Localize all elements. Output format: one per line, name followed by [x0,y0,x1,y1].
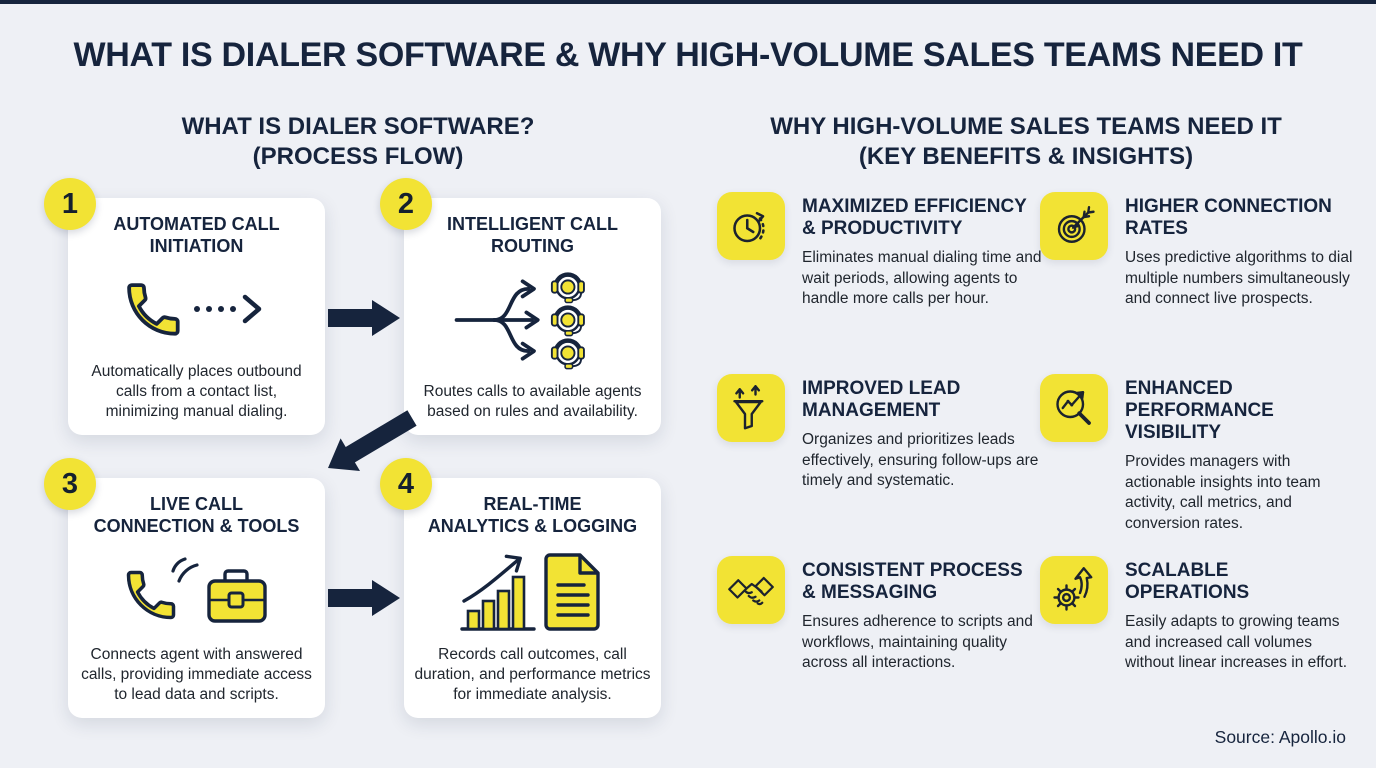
step-card-intelligent-call-routing: INTELLIGENT CALL ROUTING [404,198,661,435]
benefit-improved-lead-management: IMPROVED LEAD MANAGEMENT Organizes and p… [717,374,1049,492]
call-routing-icon [448,257,618,382]
right-heading-line1: WHY HIGH-VOLUME SALES TEAMS NEED IT [770,113,1282,140]
benefit-enhanced-performance-visibility: ENHANCED PERFORMANCE VISIBILITY Provides… [1040,374,1372,534]
benefit-consistent-process: CONSISTENT PROCESS & MESSAGING Ensures a… [717,556,1049,674]
benefit-description: Uses predictive algorithms to dial multi… [1125,249,1353,307]
arrow-step2-to-step3-icon [328,410,417,471]
step-title: LIVE CALL CONNECTION & TOOLS [93,494,300,536]
benefit-title: IMPROVED LEAD MANAGEMENT [802,378,961,421]
benefit-title: HIGHER CONNECTION RATES [1125,196,1332,239]
step-number-badge: 2 [380,178,432,230]
step-title: AUTOMATED CALL INITIATION [113,214,280,256]
right-heading-line2: (KEY BENEFITS & INSIGHTS) [858,143,1194,170]
right-section-heading: WHY HIGH-VOLUME SALES TEAMS NEED IT (KEY… [706,112,1346,172]
benefit-title: CONSISTENT PROCESS & MESSAGING [802,560,1023,603]
handshake-icon [717,556,785,624]
benefit-description: Organizes and prioritizes leads effectiv… [802,431,1039,489]
step-description: Automatically places outbound calls from… [91,363,302,420]
benefit-description: Easily adapts to growing teams and incre… [1125,613,1347,671]
benefit-higher-connection-rates: HIGHER CONNECTION RATES Uses predictive … [1040,192,1372,310]
step-description: Records call outcomes, call duration, an… [414,646,651,703]
phone-briefcase-icon [119,537,275,645]
benefit-title: ENHANCED PERFORMANCE VISIBILITY [1125,378,1274,443]
benefit-scalable-operations: SCALABLE OPERATIONS Easily adapts to gro… [1040,556,1372,674]
benefit-description: Provides managers with actionable insigh… [1125,453,1321,532]
magnifier-chart-icon [1040,374,1108,442]
left-heading-line2: (PROCESS FLOW) [252,143,464,170]
step-number-badge: 3 [44,458,96,510]
benefit-title: SCALABLE OPERATIONS [1125,560,1250,603]
step-title: INTELLIGENT CALL ROUTING [447,214,618,256]
page-title: WHAT IS DIALER SOFTWARE & WHY HIGH-VOLUM… [73,36,1303,74]
benefit-title: MAXIMIZED EFFICIENCY & PRODUCTIVITY [802,196,1027,239]
target-icon [1040,192,1108,260]
source-attribution: Source: Apollo.io [1214,727,1346,747]
arrow-step3-to-step4-icon [328,580,400,616]
step-description: Routes calls to available agents based o… [423,383,642,420]
step-card-live-call-connection: LIVE CALL CONNECTION & TOOLS Connects ag… [68,478,325,718]
left-heading-line1: WHAT IS DIALER SOFTWARE? [181,113,535,140]
step-card-automated-call-initiation: AUTOMATED CALL INITIATION Automatically … [68,198,325,435]
arrow-step1-to-step2-icon [328,300,400,336]
step-title: REAL-TIME ANALYTICS & LOGGING [427,494,638,536]
agent-headset-icon [550,271,585,369]
clock-icon [717,192,785,260]
benefit-maximized-efficiency: MAXIMIZED EFFICIENCY & PRODUCTIVITY Elim… [717,192,1049,310]
top-border-line [0,0,1376,4]
step-number-badge: 1 [44,178,96,230]
gear-growth-icon [1040,556,1108,624]
funnel-icon [717,374,785,442]
step-description: Connects agent with answered calls, prov… [81,646,312,703]
benefit-description: Ensures adherence to scripts and workflo… [802,613,1033,671]
analytics-document-icon [454,537,612,645]
left-section-heading: WHAT IS DIALER SOFTWARE? (PROCESS FLOW) [88,112,628,172]
step-card-realtime-analytics: REAL-TIME ANALYTICS & LOGGING Records ca… [404,478,661,718]
step-number-badge: 4 [380,458,432,510]
phone-outbound-icon [117,257,277,362]
benefit-description: Eliminates manual dialing time and wait … [802,249,1042,307]
